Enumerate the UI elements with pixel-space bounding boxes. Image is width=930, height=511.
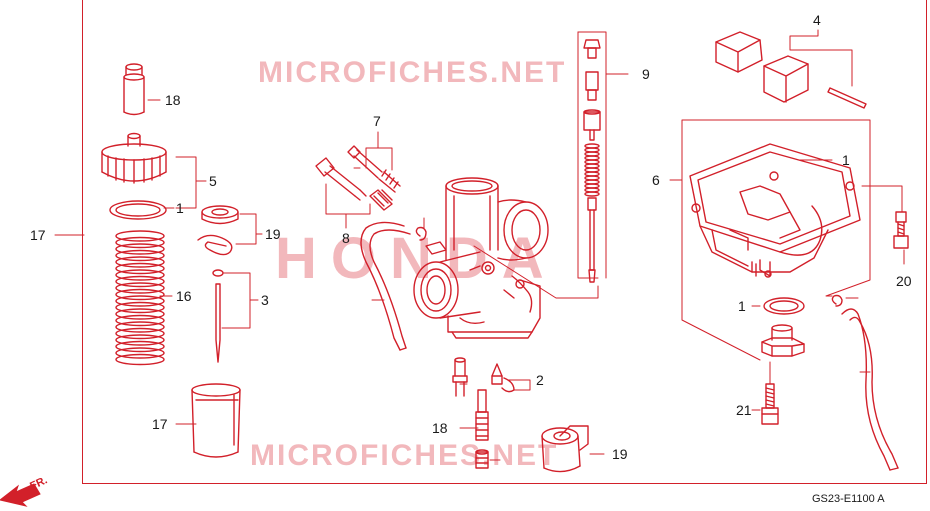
coil-turn bbox=[115, 275, 165, 288]
coil-turn bbox=[115, 295, 165, 307]
callout-4: 4 bbox=[813, 12, 821, 28]
diagram-code: GS23-E1100 A bbox=[812, 493, 885, 505]
coil-turn bbox=[115, 236, 165, 249]
callout-3: 3 bbox=[261, 292, 269, 308]
watermark-center: HONDA bbox=[275, 226, 558, 291]
coil-turn bbox=[115, 269, 165, 281]
coil-turn bbox=[115, 340, 165, 353]
part-17-screw-bottom bbox=[761, 383, 779, 425]
part-4-float-pieces bbox=[715, 31, 867, 109]
callout-9: 9 bbox=[642, 66, 650, 82]
callout-5: 5 bbox=[209, 173, 217, 189]
callout-17-bottom: 21 bbox=[736, 402, 752, 418]
part-5-top-cap bbox=[101, 132, 167, 184]
coil-turn bbox=[115, 308, 165, 320]
callout-10: 16 bbox=[176, 288, 192, 304]
part-12-throttle-valve bbox=[191, 383, 241, 458]
callout-12: 17 bbox=[152, 416, 168, 432]
part-18-clip-left bbox=[415, 226, 427, 241]
coil-turn bbox=[115, 288, 165, 301]
coil-turn bbox=[584, 191, 600, 197]
part-17-screw-right bbox=[893, 211, 909, 249]
callout-11: 17 bbox=[30, 227, 46, 243]
part-3-jet-needle bbox=[212, 269, 224, 363]
callout-1-left: 1 bbox=[176, 200, 184, 216]
part-20-main-jet bbox=[475, 449, 489, 469]
callout-17-right: 20 bbox=[896, 273, 912, 289]
part-13-cap bbox=[123, 63, 145, 116]
callout-7: 7 bbox=[373, 113, 381, 129]
coil-turn bbox=[115, 282, 165, 294]
coil-turn bbox=[115, 262, 165, 275]
callout-6: 6 bbox=[652, 172, 660, 188]
coil-turn bbox=[115, 230, 165, 242]
part-1-oring-left bbox=[109, 200, 167, 220]
callout-16: 19 bbox=[265, 226, 281, 242]
callout-2: 2 bbox=[536, 372, 544, 388]
part-15-float bbox=[541, 425, 589, 473]
callout-15: 19 bbox=[612, 446, 628, 462]
part-18-clip-right bbox=[831, 294, 843, 307]
callout-1-top: 1 bbox=[842, 152, 850, 168]
part-19-hose-left bbox=[360, 221, 411, 351]
part-6-float-bowl bbox=[689, 143, 861, 278]
part-21-needle-jet bbox=[452, 357, 468, 397]
callout-13: 18 bbox=[165, 92, 181, 108]
part-1-oring-right bbox=[763, 297, 805, 315]
callout-labels: 18 5 1 17 19 16 3 17 7 8 2 18 19 9 4 6 1… bbox=[30, 12, 912, 462]
coil-turn bbox=[115, 301, 165, 314]
callout-14: 18 bbox=[432, 420, 448, 436]
part-7-8-screws bbox=[315, 145, 401, 211]
watermark-top: MICROFICHES.NET bbox=[258, 56, 566, 89]
diagram-frame bbox=[82, 0, 927, 484]
coil-turn bbox=[115, 321, 165, 333]
coil-turn bbox=[115, 347, 165, 359]
coil-turn bbox=[115, 314, 165, 327]
coil-turn bbox=[115, 256, 165, 268]
callout-8: 8 bbox=[342, 230, 350, 246]
part-19-hose-right bbox=[841, 308, 899, 471]
part-16-retainer bbox=[197, 205, 239, 256]
part-2-float-valve bbox=[491, 363, 515, 393]
coil-turn bbox=[115, 243, 165, 255]
coil-turn bbox=[115, 334, 165, 346]
front-arrow-label: FR. bbox=[28, 474, 49, 492]
coil-turn bbox=[115, 353, 165, 366]
part-9-choke-plunger bbox=[583, 39, 601, 283]
carburetor-body bbox=[413, 177, 549, 339]
watermark-bottom: MICROFICHES.NET bbox=[250, 439, 558, 472]
leader-lines bbox=[54, 29, 905, 461]
coil-turn bbox=[115, 327, 165, 340]
callout-1-bowl: 1 bbox=[738, 298, 746, 314]
front-arrow-icon: FR. bbox=[0, 474, 49, 507]
coil-turn bbox=[115, 249, 165, 262]
part-drain-plug bbox=[761, 324, 805, 357]
part-10-spring bbox=[115, 230, 165, 366]
part-14-main-jet-holder bbox=[475, 389, 489, 441]
